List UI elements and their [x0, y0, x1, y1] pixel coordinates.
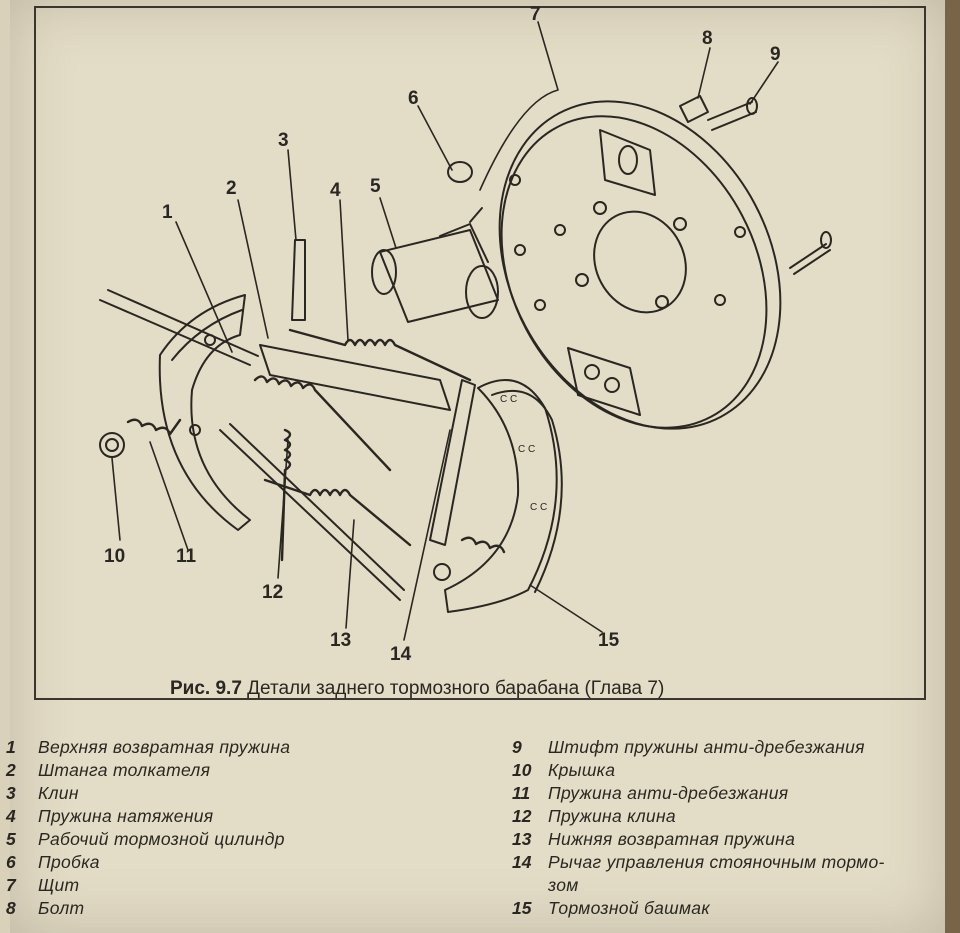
callout-6: 6 [408, 88, 419, 109]
callout-4: 4 [330, 180, 341, 201]
bolt-part [679, 95, 832, 275]
page-edge [945, 0, 960, 933]
callout-1: 1 [162, 202, 173, 223]
callout-13: 13 [330, 630, 351, 651]
left-brake-shoe-part [158, 294, 251, 531]
svg-text:C C: C C [530, 502, 547, 513]
plug-part [447, 161, 473, 183]
springs-part [126, 328, 506, 562]
callout-2: 2 [226, 178, 237, 199]
push-rod-part [259, 344, 451, 411]
svg-text:C C: C C [518, 444, 535, 455]
figure-number: Рис. 9.7 [170, 678, 242, 699]
legend-item-continuation: зом [548, 875, 579, 895]
callout-12: 12 [262, 582, 283, 603]
callout-3: 3 [278, 130, 289, 151]
leader-lines [111, 21, 779, 641]
callout-11: 11 [176, 546, 197, 567]
figure-title: Детали заднего тормозного барабана (Глав… [247, 678, 665, 699]
wheel-cylinder-part [371, 207, 499, 323]
brake-drum-diagram: C C C C C C 1 2 3 4 5 6 [99, 4, 832, 665]
wedge-part [291, 239, 306, 321]
cable-rod-part [99, 289, 259, 366]
figure-frame [34, 6, 926, 700]
callout-9: 9 [770, 44, 781, 65]
right-brake-shoe-part: C C C C C C [433, 379, 563, 613]
callout-15: 15 [598, 630, 620, 651]
callout-8: 8 [702, 28, 713, 49]
parking-brake-lever-part [429, 379, 476, 546]
cap-part [99, 432, 125, 458]
callout-7: 7 [530, 4, 541, 25]
svg-text:C C: C C [500, 394, 517, 405]
callout-14: 14 [390, 644, 412, 665]
book-page [10, 0, 945, 933]
backing-plate-part [498, 100, 782, 430]
callout-labels: 1 2 3 4 5 6 7 8 9 10 11 12 13 14 15 [104, 4, 781, 665]
callout-10: 10 [104, 546, 125, 567]
callout-5: 5 [370, 176, 381, 197]
figure-caption: Рис. 9.7 Детали заднего тормозного бараб… [170, 678, 870, 700]
